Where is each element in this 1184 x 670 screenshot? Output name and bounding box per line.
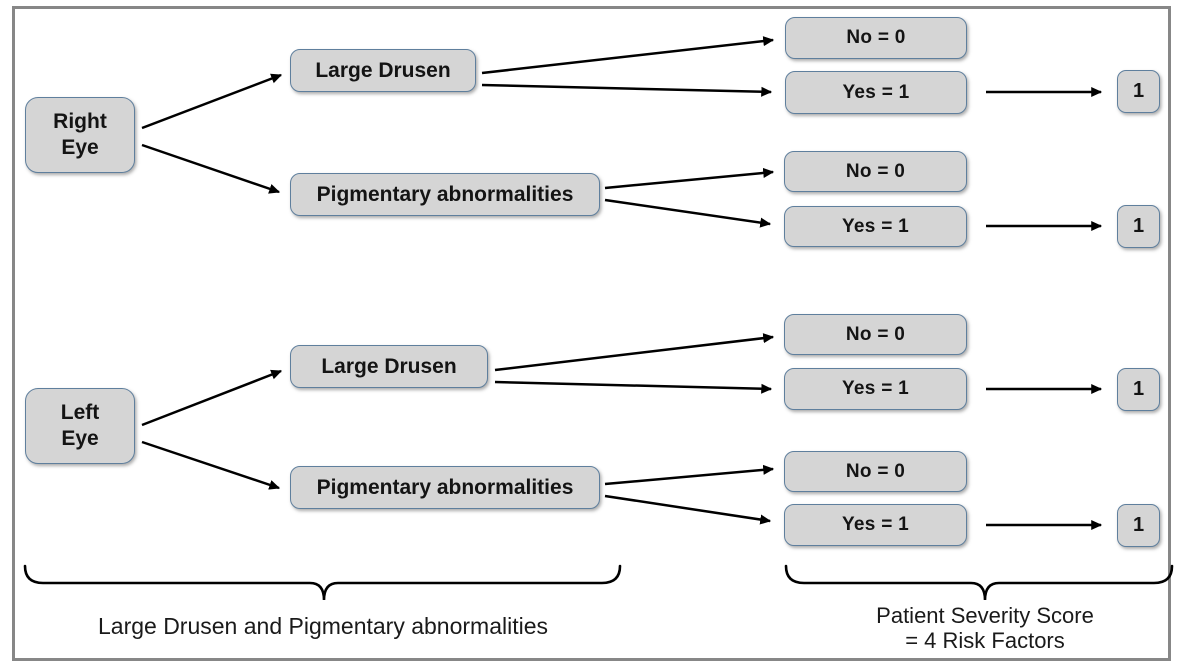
right-eye-label: Right Eye [53,109,107,161]
left-eye-label-line1: Left [60,401,100,424]
factors-brace-caption: Large Drusen and Pigmentary abnormalitie… [97,613,549,639]
left-large-drusen-yes-node: Yes = 1 [784,368,967,410]
left-large-drusen-score-node: 1 [1117,368,1160,411]
left-pigmentary-yes-node: Yes = 1 [784,504,967,546]
severity-score-caption-line1: Patient Severity Score [876,603,1094,628]
severity-score-brace-caption: Patient Severity Score = 4 Risk Factors [835,603,1135,653]
right-pigmentary-score-node: 1 [1117,205,1160,248]
left-eye-label-line2: Eye [61,427,99,450]
diagram-border-frame [12,6,1171,661]
left-pigmentary-node: Pigmentary abnormalities [290,466,600,509]
right-large-drusen-yes-node: Yes = 1 [785,71,967,114]
left-pigmentary-score-node: 1 [1117,504,1160,547]
left-eye-label: Left Eye [61,400,100,452]
severity-score-caption-line2: = 4 Risk Factors [905,628,1065,653]
left-large-drusen-node: Large Drusen [290,345,488,388]
right-pigmentary-no-node: No = 0 [784,151,967,192]
right-eye-label-line1: Right [53,110,107,133]
left-large-drusen-no-node: No = 0 [784,314,967,355]
right-large-drusen-no-node: No = 0 [785,17,967,59]
right-pigmentary-node: Pigmentary abnormalities [290,173,600,216]
left-pigmentary-no-node: No = 0 [784,451,967,492]
right-eye-label-line2: Eye [61,136,99,159]
right-eye-node: Right Eye [25,97,135,173]
right-large-drusen-score-node: 1 [1117,70,1160,113]
right-pigmentary-yes-node: Yes = 1 [784,206,967,247]
right-large-drusen-node: Large Drusen [290,49,476,92]
left-eye-node: Left Eye [25,388,135,464]
